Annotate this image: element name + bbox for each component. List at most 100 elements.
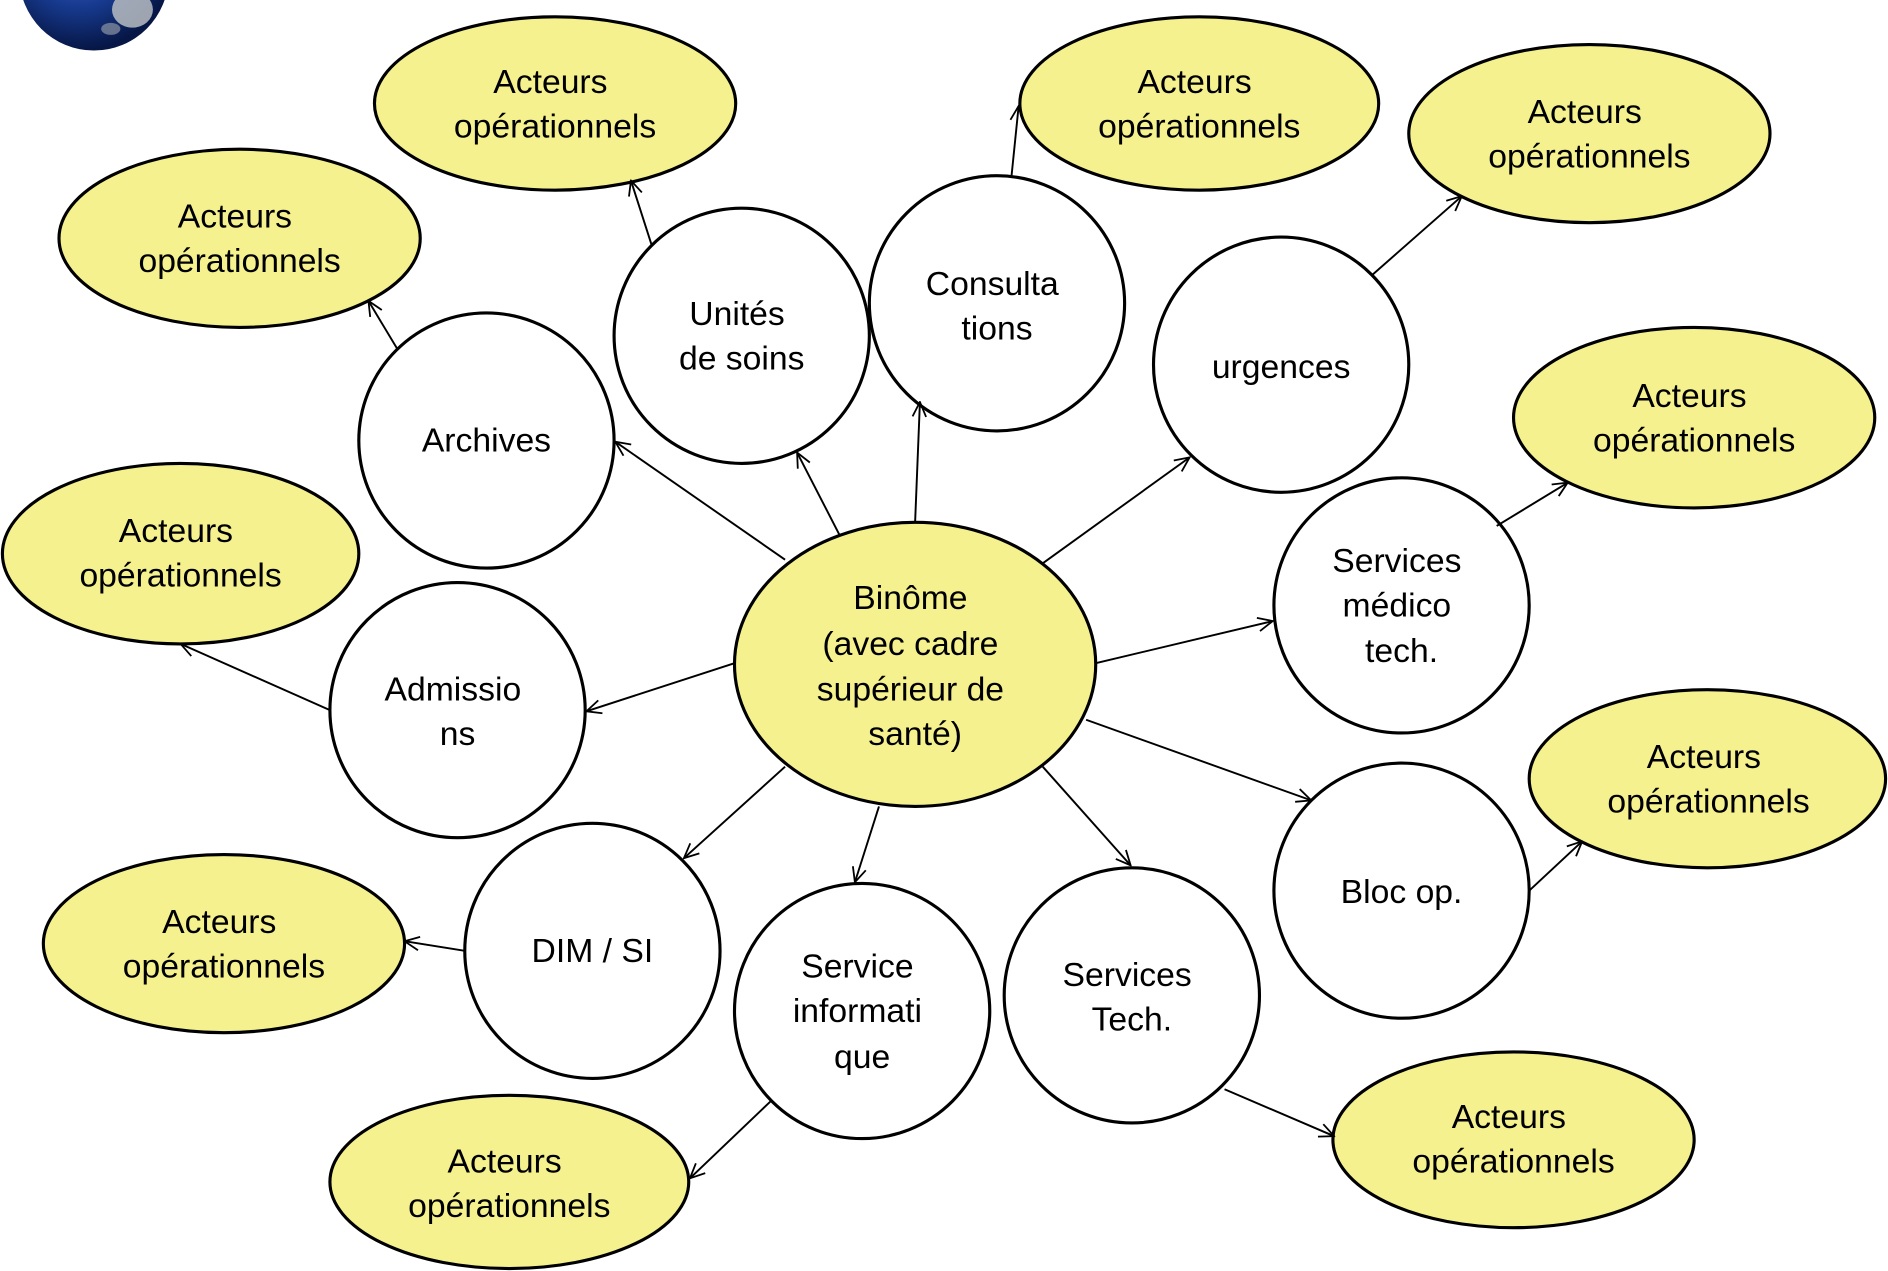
actors-label-line: opérationnels: [79, 556, 281, 594]
actors-node-services-tech: [1331, 1050, 1696, 1230]
consultations-label-line: tions: [961, 310, 1032, 348]
actors-label-line: Acteurs: [1528, 93, 1642, 131]
edge-urgences-actors: [1370, 196, 1461, 277]
edge-services-medico-tech-actors: [1496, 483, 1568, 527]
actors-node-services-medico-tech: [1511, 325, 1877, 510]
node-admissions: [328, 580, 587, 840]
edge-dim-si-actors: [405, 941, 465, 952]
actors-label-line: opérationnels: [123, 947, 325, 985]
binome-label: Binôme (avec cadre supérieur de santé): [817, 579, 1014, 753]
actors-label-line: opérationnels: [1488, 137, 1690, 175]
actors-node-dim-si: [41, 852, 407, 1035]
edge-binome-urgences: [1042, 457, 1190, 565]
actors-node-service-informatique: [328, 1093, 691, 1271]
node-services-medico-tech: [1272, 476, 1531, 735]
actors-label-line: opérationnels: [1098, 107, 1300, 145]
edge-binome-service-informatique: [855, 806, 880, 882]
services-tech-label-line: Services: [1063, 956, 1192, 994]
archives-label-line: Archives: [422, 422, 551, 460]
edge-services-tech-actors: [1224, 1088, 1335, 1136]
binome-node: [732, 520, 1098, 808]
actors-label-line: Acteurs: [1647, 738, 1761, 776]
actors-node-admissions: [0, 461, 361, 646]
actors-label-admissions: Acteurs opérationnels: [79, 512, 281, 595]
actors-label-urgences: Acteurs opérationnels: [1488, 93, 1690, 176]
actors-label-dim-si: Acteurs opérationnels: [123, 903, 325, 986]
dim-si-label-line: DIM / SI: [532, 932, 654, 970]
actors-label-line: opérationnels: [1607, 783, 1809, 821]
dim-si-label: DIM / SI: [532, 932, 654, 970]
services-medico-tech-label: Services médico tech.: [1332, 542, 1471, 670]
binome-label-line: (avec cadre: [822, 625, 998, 663]
edge-binome-dim-si: [684, 765, 786, 858]
edge-binome-unites-de-soins: [797, 453, 841, 535]
binome-label-line: supérieur de: [817, 671, 1004, 709]
actors-label-line: opérationnels: [138, 242, 340, 280]
actors-label-archives: Acteurs opérationnels: [138, 198, 340, 281]
services-medico-tech-label-line: médico: [1343, 586, 1452, 624]
actors-node-consultations: [1018, 15, 1381, 192]
edge-binome-consultations: [915, 402, 920, 523]
edge-service-informatique-actors: [690, 1100, 772, 1178]
actors-label-line: Acteurs: [1137, 63, 1251, 101]
actors-label-service-informatique: Acteurs opérationnels: [408, 1142, 610, 1225]
admissions-label: Admissio ns: [385, 671, 531, 754]
actors-label-line: opérationnels: [1412, 1142, 1614, 1180]
edge-admissions-actors: [181, 644, 331, 712]
node-services-tech: [1002, 866, 1262, 1125]
edge-binome-archives: [615, 442, 786, 561]
actors-label-line: Acteurs: [162, 903, 276, 941]
admissions-label-line: Admissio: [385, 671, 522, 709]
services-tech-label: Services Tech.: [1063, 956, 1202, 1039]
actors-node-archives: [57, 147, 422, 329]
edge-bloc-op-actors: [1528, 841, 1582, 892]
node-consultations: [867, 174, 1127, 433]
actors-node-urgences: [1407, 42, 1772, 225]
edge-binome-admissions: [586, 662, 735, 711]
service-informatique-label-line: que: [834, 1038, 890, 1076]
actors-node-bloc-op: [1527, 688, 1888, 870]
consultations-label-line: Consulta: [926, 265, 1059, 303]
actors-label-line: Acteurs: [493, 63, 607, 101]
archives-label: Archives: [422, 422, 551, 460]
edge-unites-de-soins-actors: [631, 181, 653, 245]
actors-label-line: Acteurs: [448, 1142, 562, 1180]
actors-label-bloc-op: Acteurs opérationnels: [1607, 738, 1809, 821]
services-tech-label-line: Tech.: [1092, 1000, 1173, 1038]
service-informatique-label-line: Service: [801, 947, 913, 985]
bloc-op-label-line: Bloc op.: [1341, 873, 1463, 911]
unites-de-soins-label-line: de soins: [679, 340, 805, 378]
actors-label-line: Acteurs: [1632, 377, 1746, 415]
actors-label-consultations: Acteurs opérationnels: [1098, 63, 1300, 146]
actors-label-line: Acteurs: [1452, 1098, 1566, 1136]
service-informatique-label-line: informati: [793, 992, 922, 1030]
binome-label-line: santé): [868, 715, 962, 753]
actors-label-unites-de-soins: Acteurs opérationnels: [454, 63, 656, 146]
actors-label-line: Acteurs: [119, 512, 233, 550]
edge-binome-services-tech: [1042, 766, 1131, 866]
admissions-label-line: ns: [440, 715, 476, 753]
actors-label-line: Acteurs: [178, 198, 292, 236]
edge-consultations-actors: [1011, 106, 1018, 178]
binome-label-line: Binôme: [853, 579, 967, 617]
consultations-label: Consulta tions: [926, 265, 1068, 348]
node-urgences: [1151, 235, 1411, 494]
actors-node-unites-de-soins: [372, 15, 738, 192]
unites-de-soins-label: Unités de soins: [679, 295, 805, 378]
services-medico-tech-label-line: Services: [1332, 542, 1461, 580]
actors-label-services-tech: Acteurs opérationnels: [1412, 1098, 1614, 1181]
unites-de-soins-label-line: Unités: [689, 295, 785, 333]
actors-label-line: opérationnels: [1593, 422, 1795, 460]
service-informatique-label: Service informati que: [793, 947, 932, 1075]
globe-logo-icon: [23, 0, 165, 51]
edge-archives-actors: [368, 301, 399, 350]
bloc-op-label: Bloc op.: [1341, 873, 1463, 911]
actors-label-line: opérationnels: [408, 1187, 610, 1225]
services-medico-tech-label-line: tech.: [1365, 632, 1438, 670]
urgences-label: urgences: [1212, 348, 1351, 386]
edge-binome-bloc-op: [1085, 718, 1311, 801]
node-unites-de-soins: [612, 206, 871, 465]
edge-binome-services-medico-tech: [1095, 621, 1273, 665]
urgences-label-line: urgences: [1212, 348, 1351, 386]
